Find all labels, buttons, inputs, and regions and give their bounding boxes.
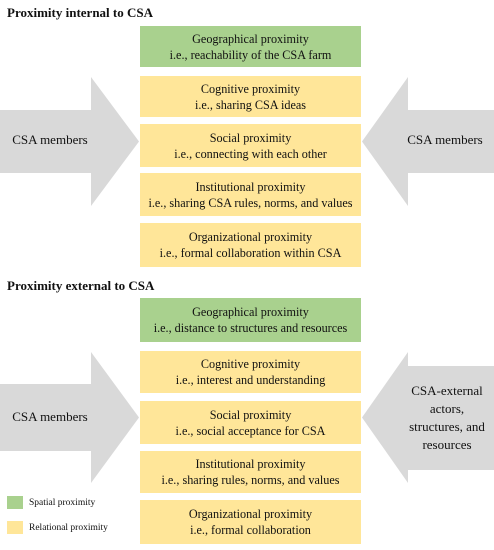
box-desc: i.e., sharing CSA rules, norms, and valu… bbox=[148, 195, 353, 210]
internal-section-title: Proximity internal to CSA bbox=[7, 5, 153, 20]
external-section-title: Proximity external to CSA bbox=[7, 278, 155, 293]
legend-swatch-relational bbox=[7, 521, 23, 534]
box-desc: i.e., formal collaboration within CSA bbox=[159, 246, 342, 260]
label-line: actors, bbox=[429, 401, 465, 416]
internal-right-arrow: CSA members bbox=[362, 77, 494, 206]
box-title: Social proximity bbox=[209, 130, 292, 145]
box-desc: i.e., sharing CSA ideas bbox=[194, 97, 307, 112]
box-title: Social proximity bbox=[209, 407, 292, 422]
box-desc: i.e., formal collaboration bbox=[190, 523, 311, 537]
external-geographical-box: Geographical proximity i.e., distance to… bbox=[140, 298, 361, 342]
legend-label: Relational proximity bbox=[29, 522, 108, 533]
legend-relational: Relational proximity bbox=[7, 521, 108, 534]
external-institutional-box: Institutional proximity i.e., sharing ru… bbox=[140, 451, 361, 493]
box-title: Organizational proximity bbox=[188, 230, 313, 244]
box-title: Organizational proximity bbox=[188, 507, 313, 521]
box-title: Cognitive proximity bbox=[200, 81, 301, 96]
external-right-arrow-label: CSA-external actors, structures, and res… bbox=[400, 382, 494, 454]
box-title: Institutional proximity bbox=[195, 179, 306, 194]
box-title: Cognitive proximity bbox=[200, 357, 301, 371]
external-organizational-box: Organizational proximity i.e., formal co… bbox=[140, 500, 361, 544]
internal-left-arrow: CSA members bbox=[0, 77, 139, 206]
box-desc: i.e., sharing rules, norms, and values bbox=[161, 473, 340, 487]
label-line: structures, and bbox=[409, 419, 485, 434]
label-line: resources bbox=[422, 437, 472, 452]
box-desc: i.e., social acceptance for CSA bbox=[175, 423, 326, 438]
internal-cognitive-box: Cognitive proximity i.e., sharing CSA id… bbox=[140, 76, 361, 117]
box-title: Geographical proximity bbox=[192, 31, 309, 46]
external-left-arrow: CSA members bbox=[0, 352, 139, 483]
label-line: CSA-external bbox=[411, 383, 483, 398]
arrow-left-icon bbox=[362, 77, 494, 206]
external-social-box: Social proximity i.e., social acceptance… bbox=[140, 401, 361, 444]
external-left-arrow-label: CSA members bbox=[12, 409, 88, 424]
internal-left-arrow-label: CSA members bbox=[12, 132, 88, 147]
internal-institutional-box: Institutional proximity i.e., sharing CS… bbox=[140, 173, 361, 216]
internal-geographical-box: Geographical proximity i.e., reachabilit… bbox=[140, 26, 361, 67]
legend-spatial: Spatial proximity bbox=[7, 496, 95, 509]
internal-right-arrow-label: CSA members bbox=[407, 132, 483, 147]
arrow-left-icon bbox=[362, 352, 494, 483]
external-cognitive-box: Cognitive proximity i.e., interest and u… bbox=[140, 351, 361, 393]
legend-swatch-spatial bbox=[7, 496, 23, 509]
box-title: Institutional proximity bbox=[195, 457, 306, 471]
box-title: Geographical proximity bbox=[192, 305, 309, 319]
internal-organizational-box: Organizational proximity i.e., formal co… bbox=[140, 223, 361, 267]
legend-label: Spatial proximity bbox=[29, 497, 96, 508]
box-desc: i.e., distance to structures and resourc… bbox=[153, 321, 348, 335]
external-right-arrow: CSA-external actors, structures, and res… bbox=[362, 352, 494, 483]
box-desc: i.e., connecting with each other bbox=[174, 146, 327, 161]
box-desc: i.e., reachability of the CSA farm bbox=[169, 47, 332, 62]
box-desc: i.e., interest and understanding bbox=[175, 373, 326, 387]
internal-social-box: Social proximity i.e., connecting with e… bbox=[140, 124, 361, 167]
arrow-right-icon bbox=[0, 77, 139, 206]
arrow-right-icon bbox=[0, 352, 139, 483]
